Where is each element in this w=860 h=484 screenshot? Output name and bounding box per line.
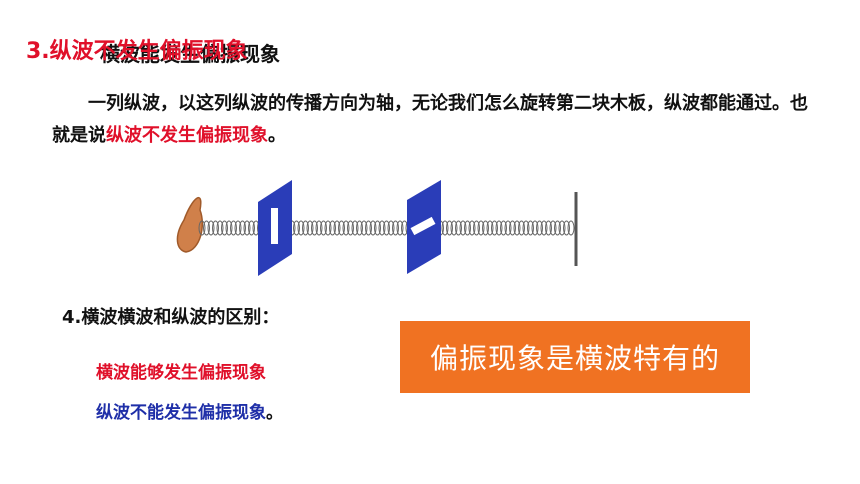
spring-loop <box>549 220 557 236</box>
spring-loop <box>455 220 462 236</box>
slide-title: 3.纵波不发生偏振现象 <box>26 39 248 64</box>
spring-loop <box>356 220 363 236</box>
spring-loop <box>567 220 575 236</box>
spring-loop <box>230 220 237 236</box>
spring-loop <box>338 220 345 236</box>
spring-loop <box>347 220 354 236</box>
spring-loop <box>315 220 323 236</box>
spring-loop <box>365 220 372 236</box>
spring-loop <box>477 220 485 236</box>
spring-loop <box>495 220 503 236</box>
spring-loop <box>207 220 215 236</box>
spring-loop <box>306 220 314 236</box>
longitudinal-wave-statement: 纵波不能发生偏振现象。 <box>96 398 283 423</box>
spring-loop <box>473 220 480 236</box>
section-heading: 4.横波横波和纵波的区别： <box>62 307 280 328</box>
slit-1 <box>271 208 278 244</box>
spring-loop <box>302 220 309 236</box>
spring-loop <box>396 220 404 236</box>
spring-loop <box>239 220 246 236</box>
spring-loop <box>221 220 228 236</box>
spring-loop <box>293 220 300 236</box>
spring-loop <box>383 220 390 236</box>
slit-2 <box>410 216 436 236</box>
spring-loop <box>482 220 489 236</box>
spring-loop <box>450 220 458 236</box>
spring-loop <box>198 220 206 236</box>
paragraph-highlight: 纵波不发生偏振现象 <box>106 125 268 146</box>
spring-loop <box>216 220 224 236</box>
spring-loop <box>369 220 377 236</box>
spring-loop <box>527 220 534 236</box>
callout-text: 偏振现象是横波特有的 <box>429 342 720 375</box>
spring-loop <box>554 220 561 236</box>
spring-loop <box>351 220 359 236</box>
spring-loop <box>513 220 521 236</box>
spring-loop <box>329 220 336 236</box>
explanation-paragraph: 一列纵波，以这列纵波的传播方向为轴，无论我们怎么旋转第二块木板，纵波都能通过。也… <box>52 88 812 152</box>
spring-loop <box>378 220 386 236</box>
spring-loop <box>248 220 255 236</box>
longitudinal-period: 。 <box>266 403 283 423</box>
spring-loop <box>518 220 525 236</box>
spring-loop <box>212 220 219 236</box>
spring-loop <box>522 220 530 236</box>
spring-loop <box>333 220 341 236</box>
callout-box: 偏振现象是横波特有的 <box>400 321 750 393</box>
spring-loop <box>509 220 516 236</box>
spring-loop <box>360 220 368 236</box>
spring-loop <box>387 220 395 236</box>
hand-image <box>176 196 204 253</box>
longitudinal-text: 纵波不能发生偏振现象 <box>96 403 266 423</box>
spring-loop <box>540 220 548 236</box>
spring-coil <box>198 220 575 236</box>
spring-loop <box>297 220 305 236</box>
spring-loop <box>486 220 494 236</box>
spring-loop <box>225 220 233 236</box>
spring-loop <box>536 220 543 236</box>
spring-loop <box>374 220 381 236</box>
spring-loop <box>441 220 449 236</box>
transverse-wave-statement: 横波能够发生偏振现象 <box>96 363 266 383</box>
spring-loop <box>243 220 251 236</box>
spring-loop <box>500 220 507 236</box>
spring-loop <box>320 220 327 236</box>
spring-loop <box>234 220 242 236</box>
spring-experiment-illustration <box>176 180 578 276</box>
hidden-title-text: 横波能发生偏振现象 <box>100 42 280 66</box>
paragraph-text: 一列纵波，以这列纵波的传播方向为轴，无论我们怎么旋转第二块木板，纵波都能通过。也… <box>52 93 808 146</box>
spring-loop <box>531 220 539 236</box>
spring-loop <box>468 220 476 236</box>
spring-loop <box>563 220 570 236</box>
spring-loop <box>558 220 566 236</box>
spring-loop <box>342 220 350 236</box>
spring-loop <box>459 220 467 236</box>
paragraph-end: 。 <box>268 125 286 146</box>
spring-loop <box>464 220 471 236</box>
spring-loop <box>446 220 453 236</box>
spring-loop <box>324 220 332 236</box>
spring-loop <box>491 220 498 236</box>
spring-loop <box>504 220 512 236</box>
spring-loop <box>545 220 552 236</box>
spring-loop <box>311 220 318 236</box>
spring-loop <box>203 220 210 236</box>
spring-loop <box>392 220 399 236</box>
